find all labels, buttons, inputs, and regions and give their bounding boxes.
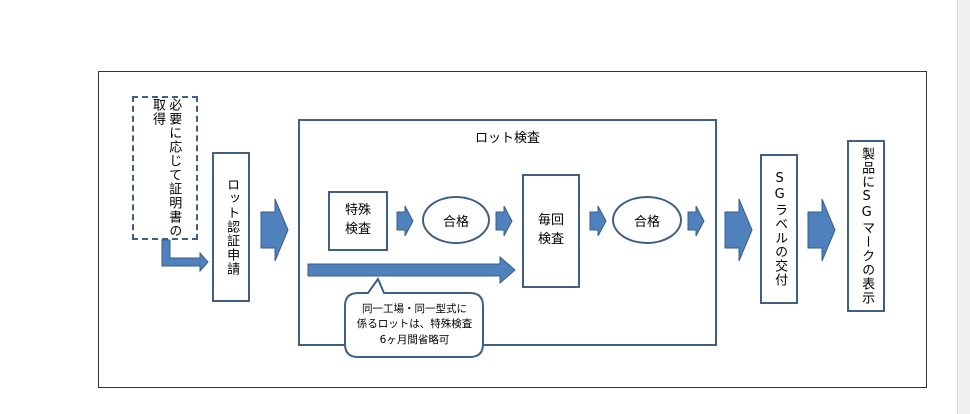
every-inspection-label: 毎回 検査 — [537, 213, 564, 247]
certificate-label: 必要に応じて証明書の取得 — [150, 98, 182, 238]
certificate-box: 必要に応じて証明書の取得 — [132, 96, 198, 240]
window-scroll-strip — [957, 0, 970, 414]
special-inspection-label: 特殊 検査 — [344, 203, 371, 237]
elbow-arrow — [161, 239, 209, 273]
sg-mark-display-box: 製品にSGマークの表示 — [847, 140, 885, 312]
callout-bubble — [344, 276, 484, 358]
sg-label-issue-box: SGラベルの交付 — [760, 154, 798, 304]
small-arrow-4 — [687, 205, 705, 237]
pass-ellipse-2: 合格 — [612, 196, 682, 244]
small-arrow-1 — [396, 205, 414, 237]
block-arrow-3 — [807, 198, 836, 262]
pass-label-2: 合格 — [633, 214, 660, 230]
pass-ellipse-1: 合格 — [422, 196, 490, 244]
pass-label-1: 合格 — [442, 214, 469, 230]
lot-application-box: ロット認証申請 — [212, 152, 250, 302]
bypass-arrow — [307, 255, 516, 285]
special-inspection-box: 特殊 検査 — [328, 191, 388, 251]
lot-inspection-title: ロット検査 — [474, 131, 540, 146]
every-inspection-box: 毎回 検査 — [522, 174, 580, 288]
small-arrow-2 — [495, 205, 513, 237]
block-arrow-1 — [260, 198, 289, 262]
small-arrow-3 — [589, 205, 607, 237]
block-arrow-2 — [724, 198, 753, 262]
callout-text: 同一工場・同一型式に 係るロットは、特殊検査 6ヶ月間省略可 — [356, 303, 473, 346]
sg-mark-display-label: 製品にSGマークの表示 — [859, 147, 875, 305]
lot-application-label: ロット認証申請 — [224, 178, 240, 276]
sg-label-issue-label: SGラベルの交付 — [772, 171, 788, 287]
